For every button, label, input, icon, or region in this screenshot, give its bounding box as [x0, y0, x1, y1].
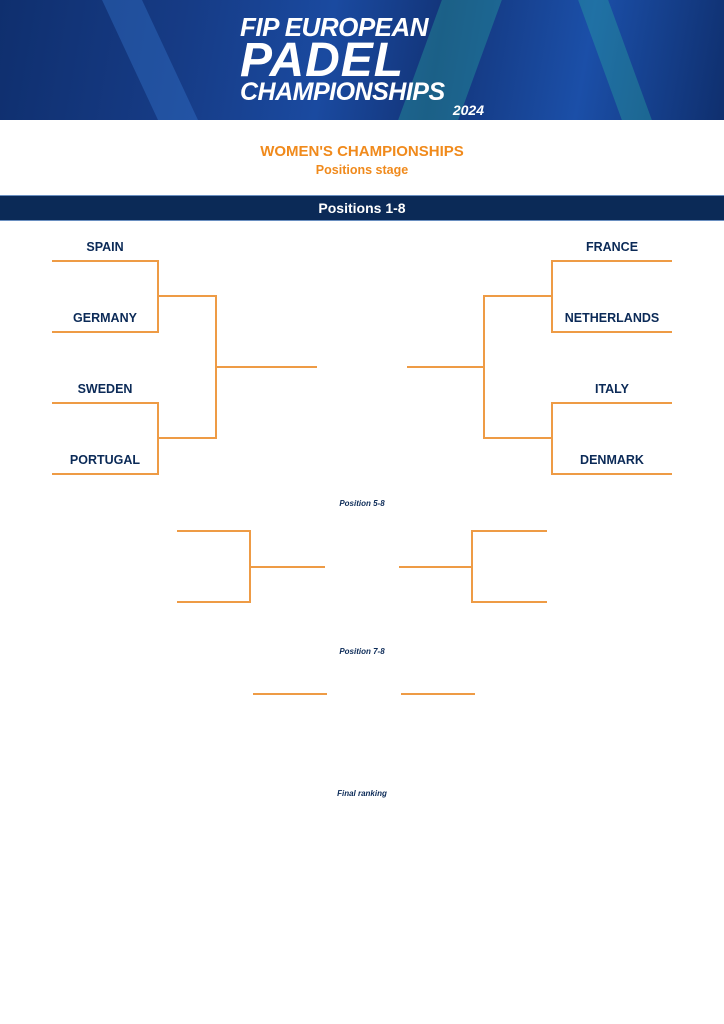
bracket-connector: [215, 295, 217, 439]
bracket-line: [399, 566, 472, 568]
team-right-2: NETHERLANDS: [564, 311, 660, 325]
team-right-1: FRANCE: [585, 240, 639, 254]
bracket-connector: [551, 260, 553, 333]
label-final-ranking: Final ranking: [337, 789, 387, 798]
bracket-connector: [249, 530, 251, 603]
bracket-line: [158, 437, 216, 439]
bracket-line: [253, 693, 327, 695]
bracket-line: [177, 601, 250, 603]
header-banner: FIP EUROPEAN PADEL CHAMPIONSHIPS 2024: [0, 0, 724, 120]
page-title: WOMEN'S CHAMPIONSHIPS: [260, 143, 464, 160]
bracket-line: [472, 601, 547, 603]
bracket-line: [472, 530, 547, 532]
logo-line: CHAMPIONSHIPS: [240, 78, 445, 106]
bracket-line: [216, 366, 317, 368]
team-right-4: DENMARK: [580, 453, 644, 467]
logo-line: FIP EUROPEAN: [240, 12, 429, 42]
bracket-line: [552, 473, 672, 475]
bracket-line: [52, 402, 158, 404]
team-right-3: ITALY: [594, 382, 630, 396]
team-left-1: SPAIN: [86, 240, 124, 254]
label-position-7-8: Position 7-8: [339, 647, 385, 656]
bracket-connector: [471, 530, 473, 603]
team-left-4: PORTUGAL: [69, 453, 141, 467]
bracket-line: [401, 693, 475, 695]
team-left-3: SWEDEN: [77, 382, 133, 396]
logo-line: PADEL: [240, 34, 405, 87]
bracket-line: [484, 437, 552, 439]
bracket-line: [177, 530, 250, 532]
bracket-line: [552, 260, 672, 262]
bracket-connector: [157, 402, 159, 475]
bracket-line: [484, 295, 552, 297]
bracket-line: [52, 260, 158, 262]
bracket-connector: [157, 260, 159, 333]
section-title: Positions 1-8: [0, 195, 724, 221]
logo-line: 2024: [452, 102, 484, 118]
bracket-connector: [551, 402, 553, 475]
bracket-line: [52, 331, 158, 333]
team-left-2: GERMANY: [73, 311, 137, 325]
bracket-line: [250, 566, 325, 568]
page-subtitle: Positions stage: [315, 163, 409, 177]
bracket-line: [552, 402, 672, 404]
bracket-line: [52, 473, 158, 475]
bracket-line: [407, 366, 484, 368]
bracket-connector: [483, 295, 485, 439]
bracket-line: [552, 331, 672, 333]
bracket-line: [158, 295, 216, 297]
championship-logo: FIP EUROPEAN PADEL CHAMPIONSHIPS 2024: [240, 14, 490, 117]
label-position-5-8: Position 5-8: [339, 499, 385, 508]
